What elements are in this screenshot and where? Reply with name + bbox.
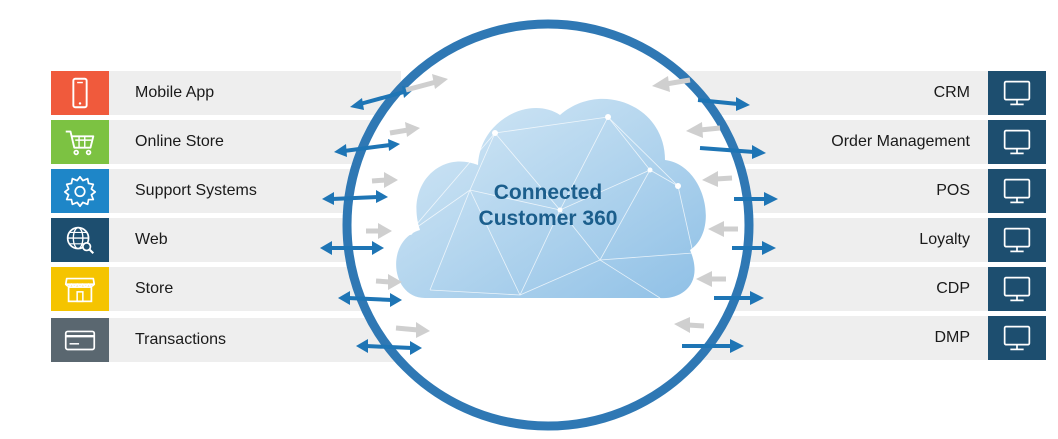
target-label: DMP <box>934 329 970 346</box>
left-grey-arrow <box>405 74 448 93</box>
left-blue-arrow <box>322 190 388 205</box>
left-blue-arrow <box>356 339 422 355</box>
source-tile <box>51 71 109 115</box>
source-row: Support Systems <box>51 169 401 213</box>
right-grey-arrow <box>708 221 738 237</box>
right-blue-arrow <box>714 291 764 305</box>
target-label: CRM <box>933 84 970 101</box>
source-row: Mobile App <box>51 71 401 115</box>
monitor-icon <box>1003 80 1031 106</box>
target-label: Order Management <box>831 133 970 150</box>
target-label: CDP <box>936 280 970 297</box>
monitor-icon <box>1003 129 1031 155</box>
storefront-icon <box>64 277 96 303</box>
monitor-icon <box>1003 325 1031 351</box>
credit-card-icon <box>64 330 96 351</box>
target-row: CRM <box>656 71 1046 115</box>
right-blue-arrow <box>734 192 778 206</box>
monitor-icon <box>1003 227 1031 253</box>
left-grey-arrow <box>375 274 402 290</box>
left-grey-arrow <box>389 122 420 137</box>
right-grey-arrow <box>702 171 733 187</box>
source-label: Transactions <box>135 331 226 348</box>
source-tile <box>51 169 109 213</box>
globe-search-icon <box>66 226 95 255</box>
left-blue-arrow <box>338 291 402 307</box>
source-row: Online Store <box>51 120 401 164</box>
right-grey-arrow <box>686 122 721 138</box>
target-tile <box>988 218 1046 262</box>
shopping-cart-icon <box>65 130 95 156</box>
right-grey-arrow <box>652 76 691 92</box>
right-blue-arrow <box>682 339 744 353</box>
right-blue-arrow <box>699 145 766 159</box>
source-label: Store <box>135 280 174 297</box>
monitor-icon <box>1003 276 1031 302</box>
left-grey-arrow <box>395 322 430 338</box>
cloud-shape <box>396 98 706 299</box>
source-tile <box>51 318 109 362</box>
source-tile <box>51 120 109 164</box>
right-grey-arrow <box>674 317 705 333</box>
target-tile <box>988 316 1046 360</box>
left-blue-arrow <box>320 241 384 255</box>
left-blue-arrow <box>350 86 414 110</box>
left-blue-arrow <box>334 139 400 157</box>
source-label: Mobile App <box>135 84 215 101</box>
source-row: Transactions <box>51 318 401 362</box>
target-label: Loyalty <box>919 231 970 248</box>
source-label: Online Store <box>135 133 224 150</box>
source-tile <box>51 218 109 262</box>
right-blue-arrow <box>732 241 776 255</box>
left-grey-arrow <box>371 172 398 188</box>
source-label: Web <box>135 231 168 248</box>
hub-title-line-2: Customer 360 <box>478 207 618 230</box>
right-blue-arrow <box>697 97 750 111</box>
right-grey-arrow <box>696 271 726 287</box>
hub-title-line-1: Connected <box>493 181 603 204</box>
source-tile <box>51 267 109 311</box>
source-row: Store <box>51 267 401 311</box>
target-tile <box>988 267 1046 311</box>
target-label: POS <box>936 182 970 199</box>
gear-icon <box>63 175 97 208</box>
target-tile <box>988 120 1046 164</box>
source-label: Support Systems <box>135 182 257 199</box>
target-tile <box>988 71 1046 115</box>
target-tile <box>988 169 1046 213</box>
left-grey-arrow <box>366 223 392 239</box>
mobile-phone-icon <box>72 77 88 109</box>
monitor-icon <box>1003 178 1031 204</box>
